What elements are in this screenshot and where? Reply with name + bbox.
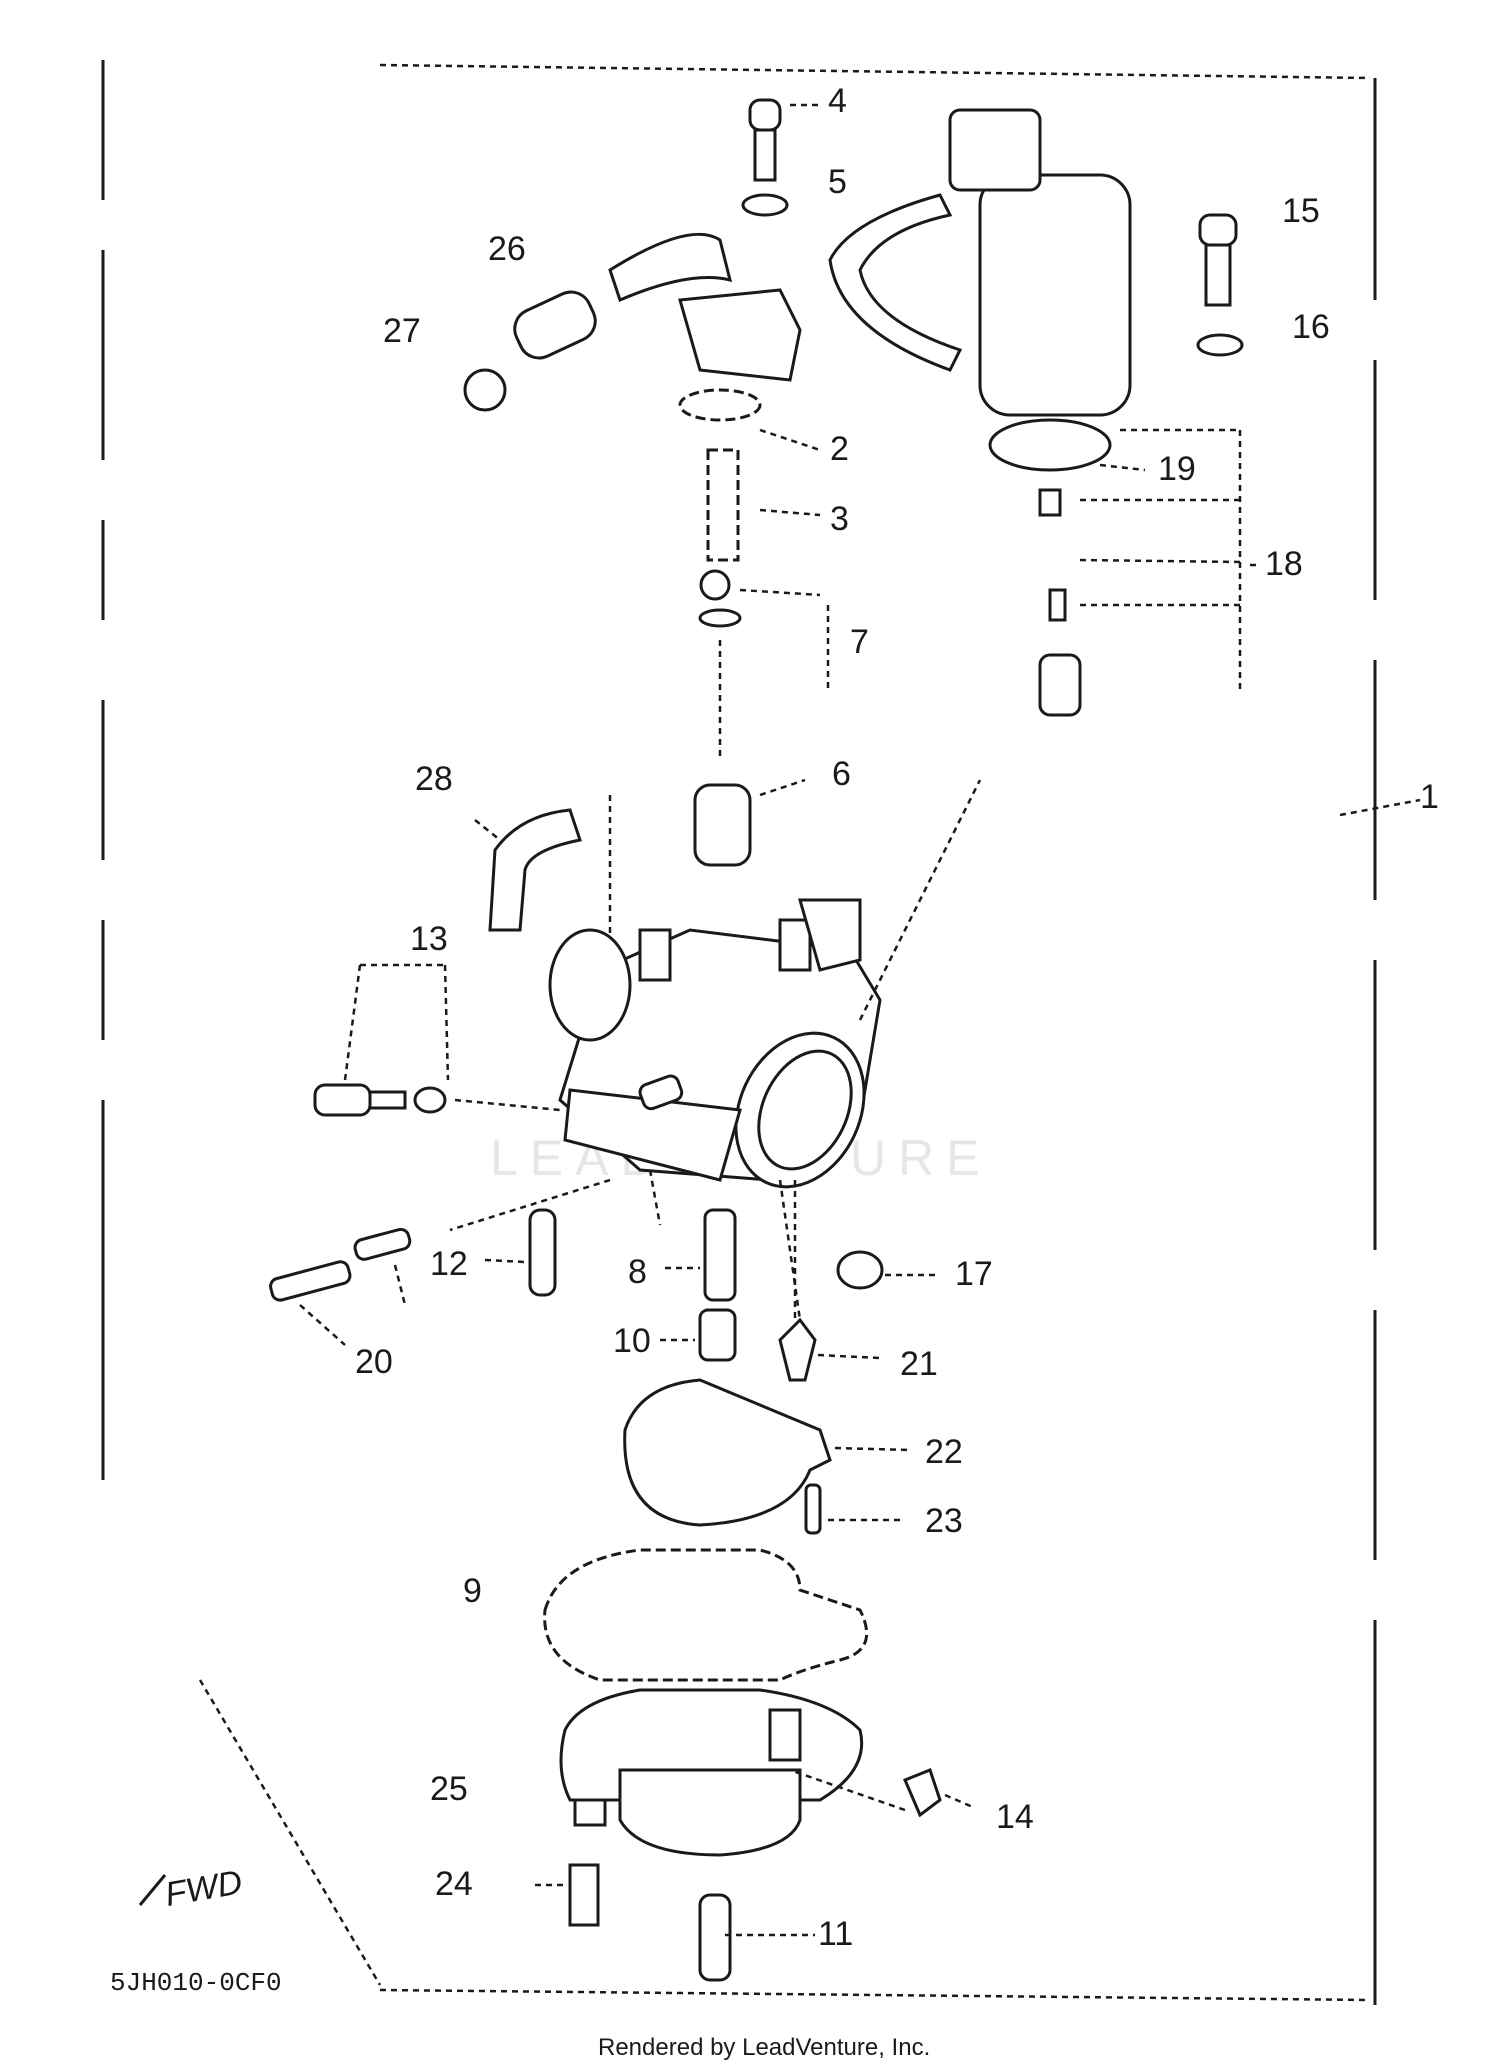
part-label-15: 15 bbox=[1282, 192, 1320, 230]
part-label-17: 17 bbox=[955, 1255, 993, 1293]
part-cover-and-hose bbox=[463, 232, 802, 412]
part-label-7: 7 bbox=[850, 623, 869, 661]
part-throttle-valve bbox=[693, 778, 806, 867]
part-jets bbox=[484, 1180, 935, 1382]
part-label-3: 3 bbox=[830, 500, 849, 538]
part-float-bowl-gasket bbox=[543, 1548, 869, 1682]
part-float-bowl bbox=[535, 1688, 976, 1982]
part-label-1: 1 bbox=[1420, 778, 1439, 816]
part-label-13: 13 bbox=[410, 920, 448, 958]
part-label-24: 24 bbox=[435, 1865, 473, 1903]
part-label-10: 10 bbox=[613, 1322, 651, 1360]
part-screws-20 bbox=[269, 1227, 412, 1346]
part-label-16: 16 bbox=[1292, 308, 1330, 346]
part-vent-hose bbox=[474, 795, 612, 960]
part-label-25: 25 bbox=[430, 1770, 468, 1808]
part-float bbox=[623, 1378, 911, 1535]
part-label-8: 8 bbox=[628, 1253, 647, 1291]
part-label-19: 19 bbox=[1158, 450, 1196, 488]
part-throttle-stack bbox=[678, 388, 830, 760]
part-solenoid bbox=[828, 108, 1260, 717]
part-label-14: 14 bbox=[996, 1798, 1034, 1836]
part-label-21: 21 bbox=[900, 1345, 938, 1383]
part-label-9: 9 bbox=[463, 1572, 482, 1610]
part-label-22: 22 bbox=[925, 1433, 963, 1471]
part-label-28: 28 bbox=[415, 760, 453, 798]
part-label-6: 6 bbox=[832, 755, 851, 793]
part-screw-top bbox=[741, 98, 820, 217]
part-label-26: 26 bbox=[488, 230, 526, 268]
assembly-border bbox=[101, 60, 1421, 2005]
part-label-5: 5 bbox=[828, 163, 847, 201]
part-label-2: 2 bbox=[830, 430, 849, 468]
part-label-4: 4 bbox=[828, 82, 847, 120]
part-label-11: 11 bbox=[818, 1915, 853, 1953]
fwd-mark: FWD bbox=[162, 1863, 245, 1914]
part-label-12: 12 bbox=[430, 1245, 468, 1283]
part-label-20: 20 bbox=[355, 1343, 393, 1381]
diagram-code: 5JH010-0CF0 bbox=[110, 1968, 282, 1998]
part-label-27: 27 bbox=[383, 312, 421, 350]
part-label-18: 18 bbox=[1265, 545, 1303, 583]
fwd-arrow-icon bbox=[138, 1679, 382, 1986]
part-pilot-screw bbox=[313, 963, 561, 1117]
footer-credit: Rendered by LeadVenture, Inc. bbox=[598, 2034, 930, 2061]
part-carburetor-body bbox=[449, 779, 982, 1321]
part-label-23: 23 bbox=[925, 1502, 963, 1540]
